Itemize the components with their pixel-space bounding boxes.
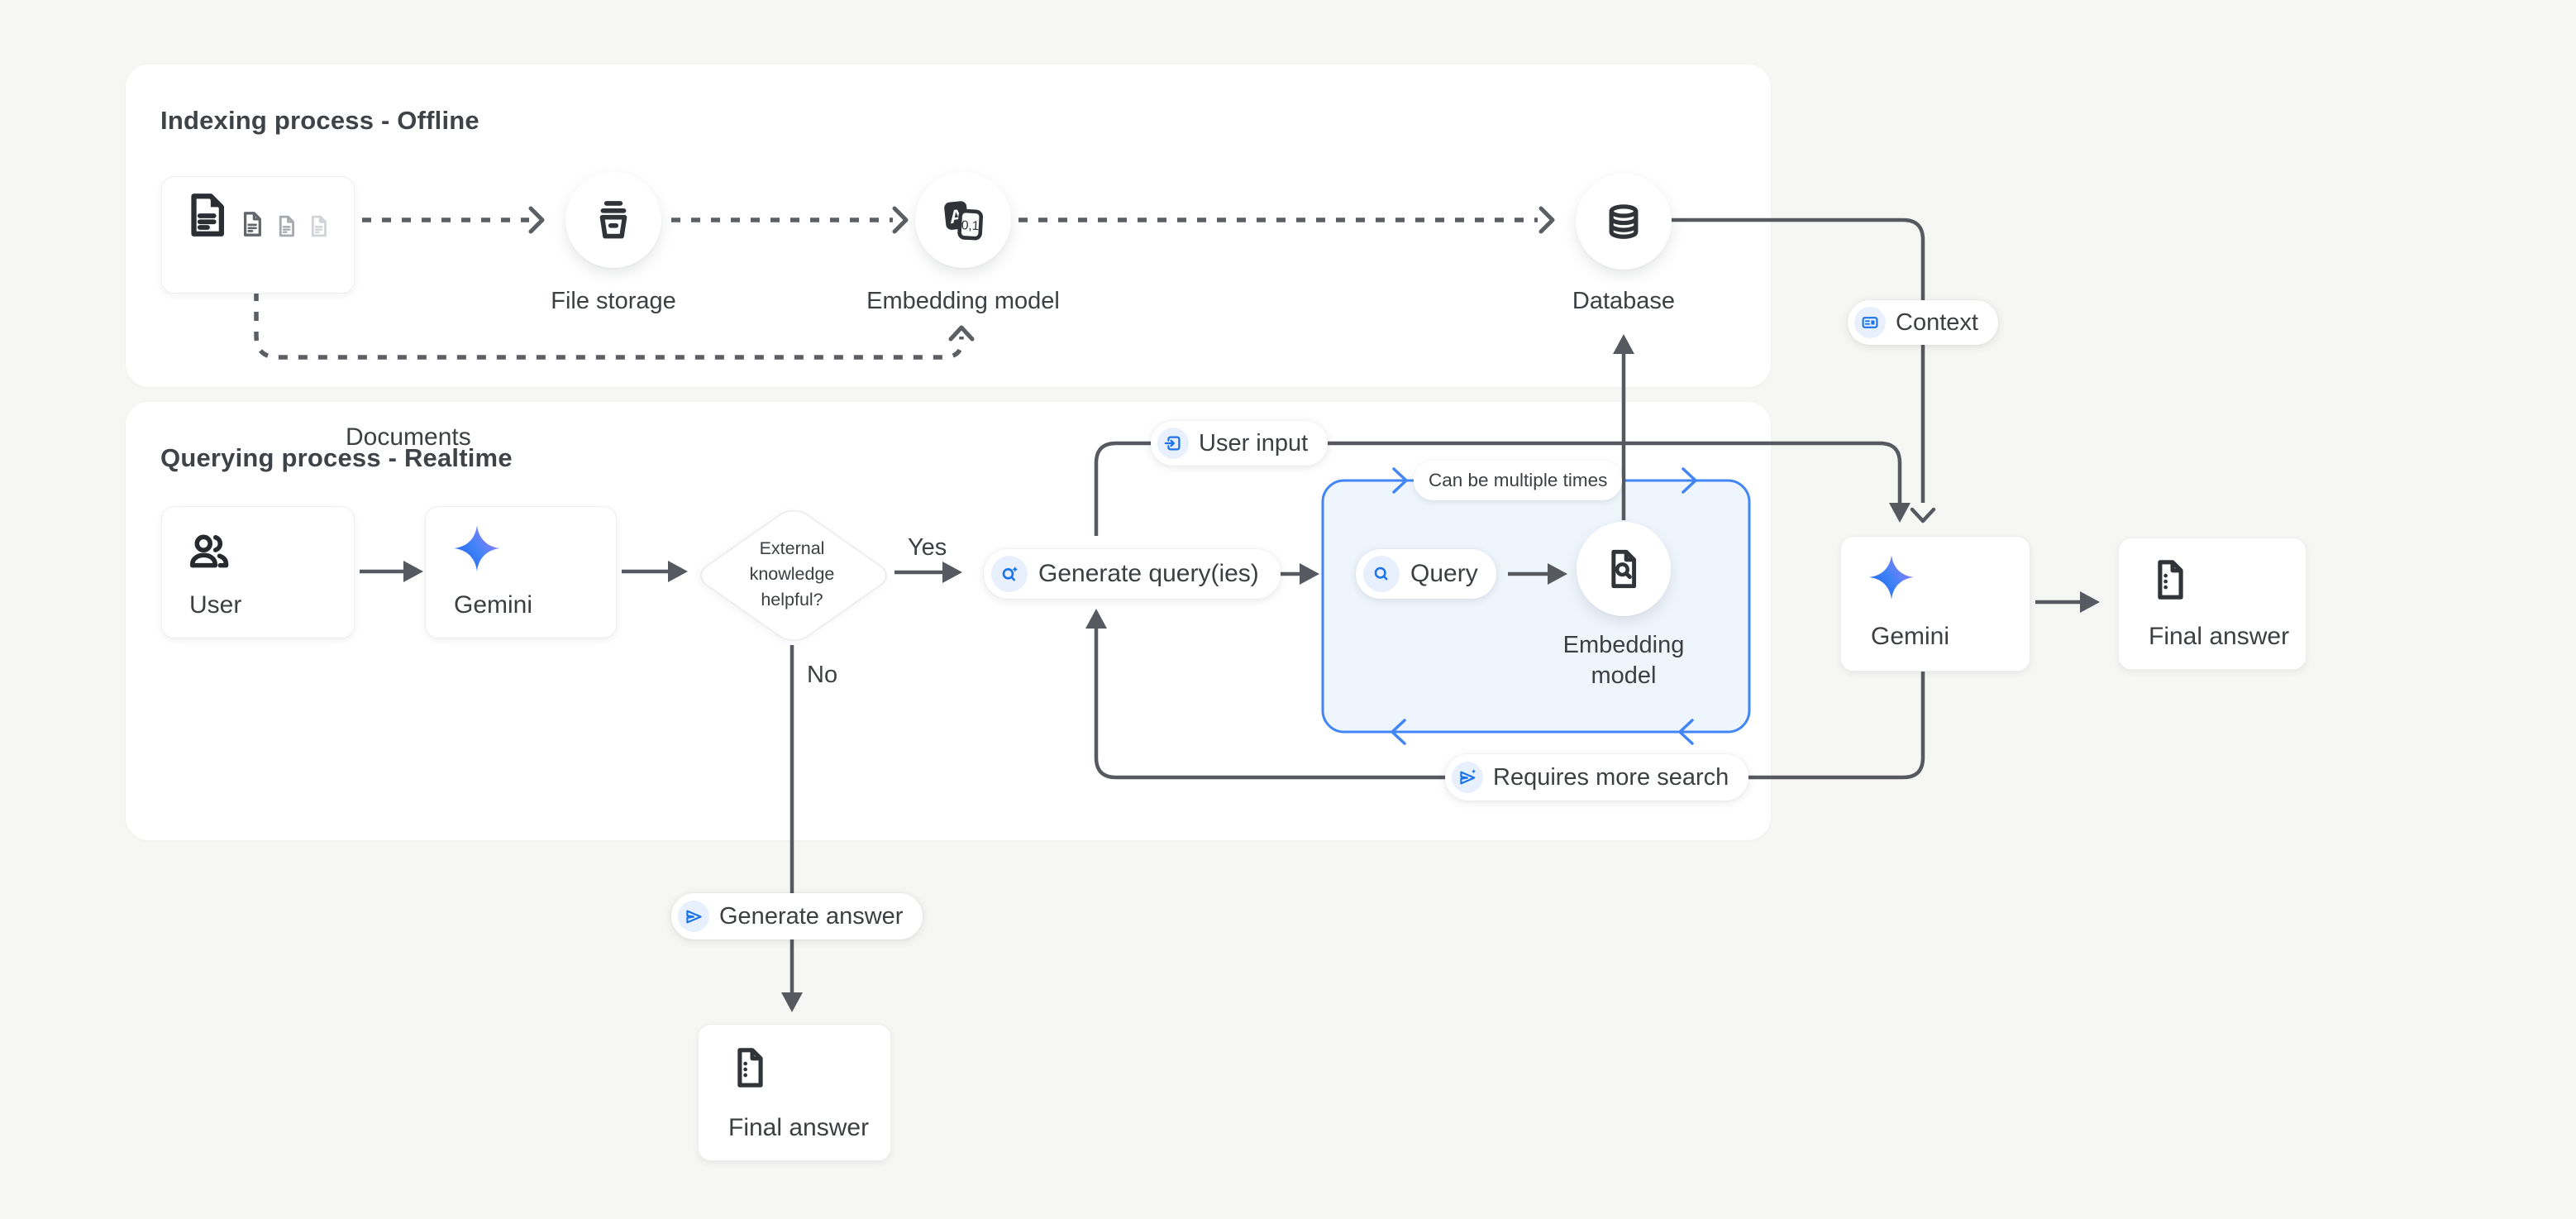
- gemini-card: Gemini: [425, 506, 617, 638]
- requires-more-search-badge: Requires more search: [1445, 754, 1749, 801]
- head-user-gemini: [403, 561, 423, 582]
- send-spark-icon: [1452, 762, 1483, 793]
- database-node: [1576, 174, 1672, 270]
- head-embedding2-database: [1613, 334, 1634, 354]
- user-input-badge: User input: [1151, 421, 1329, 466]
- generate-answer-label: Generate answer: [719, 902, 904, 930]
- context-badge: Context: [1848, 300, 1998, 345]
- file-storage-icon: [599, 201, 627, 239]
- head-yes: [942, 562, 962, 583]
- no-label: No: [807, 662, 838, 688]
- user-group-icon: [189, 534, 229, 568]
- yes-label: Yes: [908, 534, 947, 561]
- head-gemini-decision: [668, 561, 688, 582]
- gemini-star-icon: [454, 525, 500, 571]
- user-card: User: [161, 506, 355, 638]
- embedding-model-query-node: [1577, 522, 1671, 616]
- database-label: Database: [1572, 288, 1676, 314]
- generate-answer-pill: Generate answer: [671, 893, 923, 939]
- generate-queries-pill: Generate query(ies): [984, 549, 1281, 599]
- loop-bottom-right-chevron-icon: [1678, 719, 1694, 745]
- file-storage-node: [565, 172, 661, 268]
- doc-search-icon: [1611, 549, 1637, 589]
- context-icon: [1854, 307, 1887, 338]
- translate-embedding-icon: A 0,1: [944, 201, 984, 241]
- line-context: [1672, 218, 1925, 503]
- generate-queries-label: Generate query(ies): [1038, 560, 1259, 587]
- querying-panel-title: Querying process - Realtime: [160, 443, 513, 472]
- head-geminiright-final: [2080, 591, 2100, 613]
- embedding-model-query-label: Embedding model: [1562, 632, 1685, 689]
- chevron-head-3: [1538, 206, 1555, 234]
- gemini-star-icon: [1868, 554, 1915, 600]
- send-icon: [678, 901, 709, 932]
- gemini-right-card: Gemini: [1840, 536, 2030, 672]
- final-answer-doc-icon: [737, 1048, 763, 1088]
- chevron-head-loop: [948, 325, 975, 342]
- embedding-model-label: Embedding model: [866, 288, 1060, 314]
- translate-digits: 0,1: [961, 218, 979, 233]
- indexing-panel-title: Indexing process - Offline: [160, 106, 479, 135]
- documents-icon: [183, 191, 332, 239]
- final-answer-bottom-label: Final answer: [728, 1114, 870, 1141]
- database-icon: [1609, 204, 1639, 239]
- loop-top-right-chevron-icon: [1682, 467, 1697, 494]
- chevron-head-1: [528, 206, 545, 234]
- context-label: Context: [1896, 308, 1978, 336]
- user-label: User: [189, 591, 242, 619]
- gemini-label: Gemini: [454, 591, 533, 619]
- head-generate-answer: [781, 992, 803, 1012]
- head-user-input: [1889, 503, 1911, 523]
- chevron-head-context: [1910, 507, 1936, 523]
- search-icon: [1363, 556, 1400, 592]
- decision-diamond: External knowledge helpful?: [692, 504, 895, 647]
- embedding-model-node: A 0,1: [915, 172, 1011, 268]
- final-answer-doc-icon: [2158, 560, 2183, 600]
- file-storage-label: File storage: [551, 288, 676, 314]
- query-label: Query: [1410, 560, 1478, 587]
- head-requires-more-search: [1085, 609, 1107, 629]
- loop-note-pill: Can be multiple times: [1414, 461, 1623, 500]
- head-genquery-loop: [1300, 563, 1319, 585]
- query-pill: Query: [1356, 549, 1496, 599]
- loop-note-label: Can be multiple times: [1429, 470, 1608, 490]
- loop-box: [1321, 467, 1751, 745]
- loop-bottom-left-chevron-icon: [1391, 719, 1406, 745]
- loop-top-left-chevron-icon: [1392, 467, 1408, 494]
- gemini-right-label: Gemini: [1871, 623, 1950, 650]
- final-answer-right-card: Final answer: [2118, 538, 2306, 670]
- requires-more-search-label: Requires more search: [1493, 763, 1729, 791]
- final-answer-right-label: Final answer: [2149, 623, 2290, 650]
- line-user-input: [1094, 441, 1902, 536]
- user-input-label: User input: [1199, 429, 1309, 457]
- decision-text: External knowledge helpful?: [749, 538, 835, 610]
- search-spark-icon: [991, 556, 1028, 592]
- documents-card: Documents: [161, 176, 471, 451]
- head-query-embedding2: [1548, 563, 1567, 585]
- documents-label: Documents: [346, 423, 471, 451]
- input-icon: [1157, 428, 1189, 459]
- final-answer-bottom-card: Final answer: [698, 1024, 891, 1161]
- chevron-head-2: [892, 206, 909, 234]
